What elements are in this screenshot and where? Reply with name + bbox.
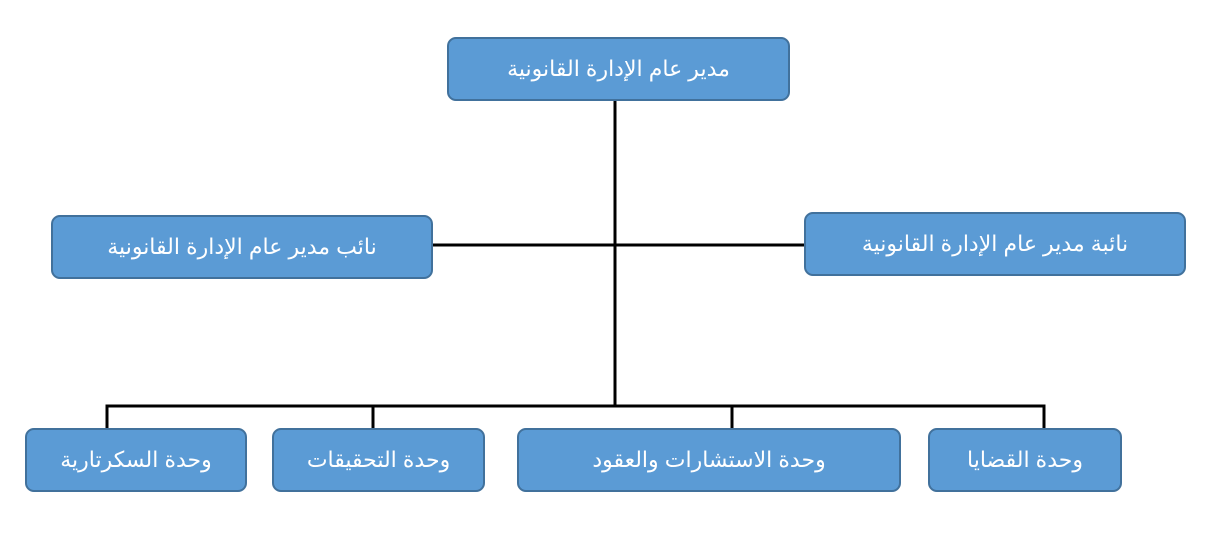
unit-node-investigations: وحدة التحقيقات bbox=[272, 428, 485, 492]
deputy-node-left: نائب مدير عام الإدارة القانونية bbox=[51, 215, 433, 279]
unit-node-secretariat-label: وحدة السكرتارية bbox=[60, 446, 212, 472]
deputy-node-right: نائبة مدير عام الإدارة القانونية bbox=[804, 212, 1186, 276]
root-node-general-manager: مدير عام الإدارة القانونية bbox=[447, 37, 790, 101]
unit-node-consultations-label: وحدة الاستشارات والعقود bbox=[592, 446, 826, 472]
deputy-node-left-label: نائب مدير عام الإدارة القانونية bbox=[107, 233, 377, 259]
unit-node-secretariat: وحدة السكرتارية bbox=[25, 428, 247, 492]
unit-node-cases: وحدة القضايا bbox=[928, 428, 1122, 492]
unit-node-investigations-label: وحدة التحقيقات bbox=[306, 446, 451, 472]
unit-node-cases-label: وحدة القضايا bbox=[967, 446, 1083, 472]
root-node-label: مدير عام الإدارة القانونية bbox=[507, 55, 730, 81]
unit-node-consultations-contracts: وحدة الاستشارات والعقود bbox=[517, 428, 901, 492]
deputy-node-right-label: نائبة مدير عام الإدارة القانونية bbox=[861, 230, 1129, 256]
